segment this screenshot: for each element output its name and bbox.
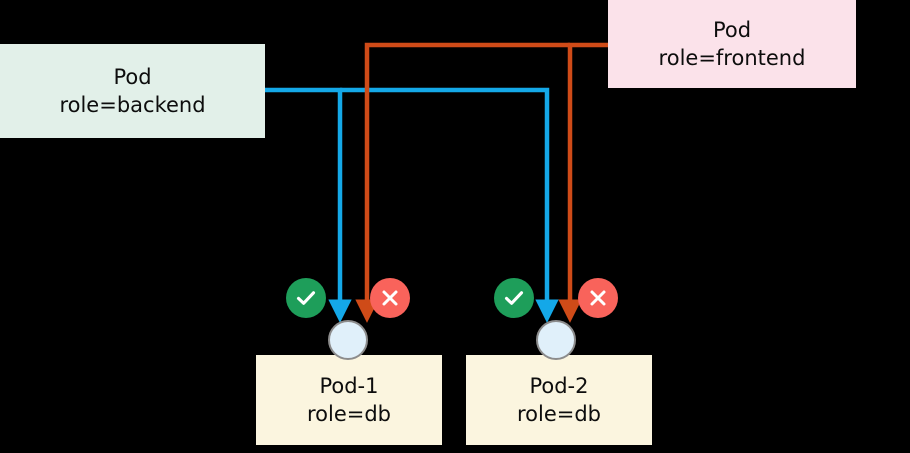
pod-backend-title: Pod bbox=[113, 64, 152, 89]
pod-backend-box[interactable]: Pod role=backend bbox=[0, 44, 265, 138]
check-icon bbox=[296, 291, 316, 305]
edge-frontend-to-pod1 bbox=[355, 42, 570, 323]
pod-backend-label: role=backend bbox=[59, 93, 206, 117]
pod-1-title: Pod-1 bbox=[319, 373, 379, 398]
pod-2-endpoint-circle bbox=[536, 320, 576, 360]
pod-2-box[interactable]: Pod-2 role=db bbox=[466, 355, 652, 445]
check-icon bbox=[504, 291, 524, 305]
allow-badge-pod-1 bbox=[286, 278, 326, 318]
pod-1-endpoint-circle bbox=[328, 320, 368, 360]
deny-badge-pod-2 bbox=[578, 278, 618, 318]
cross-icon bbox=[382, 290, 398, 306]
cross-icon bbox=[590, 290, 606, 306]
pod-2-title: Pod-2 bbox=[529, 373, 589, 398]
pod-1-box[interactable]: Pod-1 role=db bbox=[256, 355, 442, 445]
allow-badge-pod-2 bbox=[494, 278, 534, 318]
pod-frontend-label: role=frontend bbox=[658, 46, 806, 70]
pod-frontend-title: Pod bbox=[712, 17, 752, 42]
pod-frontend-box[interactable]: Pod role=frontend bbox=[608, 0, 856, 88]
pod-2-label: role=db bbox=[516, 402, 602, 426]
edge-frontend-to-pod2 bbox=[558, 42, 608, 323]
pod-1-label: role=db bbox=[306, 402, 392, 426]
deny-badge-pod-1 bbox=[370, 278, 410, 318]
